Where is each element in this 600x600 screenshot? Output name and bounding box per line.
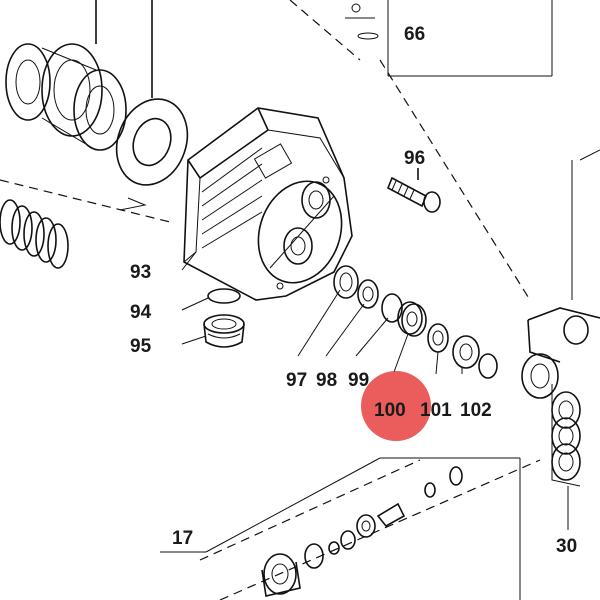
label-part-93: 93 — [130, 262, 151, 283]
label-part-96: 96 — [404, 148, 425, 169]
o-ring — [207, 288, 241, 304]
label-part-98: 98 — [316, 370, 337, 391]
label-part-95: 95 — [130, 336, 152, 357]
crankcase-body — [183, 107, 353, 301]
label-part-100: 100 — [374, 400, 406, 421]
label-part-17: 17 — [172, 528, 193, 549]
label-part-66: 66 — [404, 24, 425, 45]
spring — [0, 199, 69, 269]
manifold-head — [521, 149, 600, 530]
label-part-99: 99 — [348, 370, 369, 391]
label-part-102: 102 — [460, 400, 492, 421]
valve-parts — [261, 466, 463, 597]
label-part-101: 101 — [420, 400, 452, 421]
leader-lines — [181, 251, 463, 375]
bolt — [386, 168, 441, 213]
shaft-centerline — [0, 179, 171, 223]
label-part-94: 94 — [130, 302, 152, 323]
top-frame — [289, 0, 553, 301]
bearing-assembly — [5, 0, 127, 151]
lower-frame — [160, 457, 541, 600]
drain-plug — [203, 314, 245, 348]
highlight-marker — [361, 371, 431, 441]
large-washer — [115, 0, 189, 186]
arrow-marker — [119, 197, 147, 211]
label-part-30: 30 — [556, 536, 577, 557]
seal-stack — [333, 265, 498, 379]
label-part-97: 97 — [286, 370, 307, 391]
